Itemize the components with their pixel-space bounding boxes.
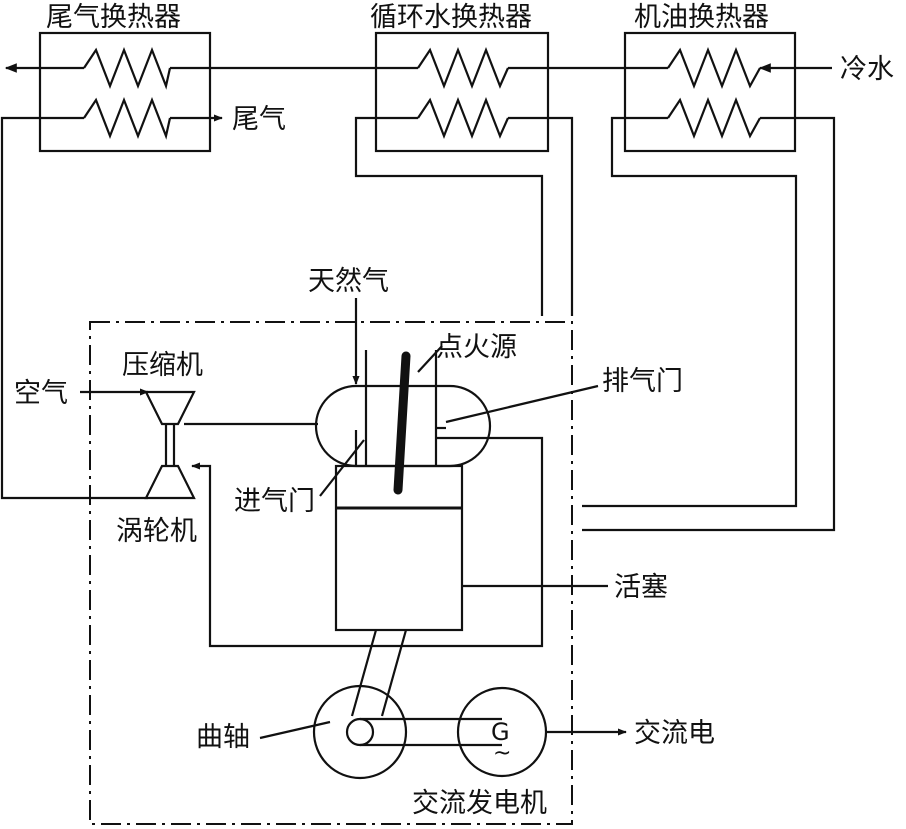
generator-symbol: G	[491, 718, 510, 746]
ignition-rod	[393, 351, 411, 495]
oil-hx-coil-top	[667, 46, 761, 90]
crankshaft-wheel	[312, 684, 408, 780]
exhaust-valve-label: 排气门	[602, 366, 683, 397]
natural-gas-label: 天然气	[308, 266, 389, 297]
oil-hx-coil-bottom	[667, 96, 761, 140]
exhaust-return-line	[191, 436, 544, 648]
compressor-turbine-shaft	[164, 424, 176, 466]
oil-loop-outer	[582, 116, 798, 508]
water-loop-inner	[508, 116, 574, 316]
oil-loop-inner	[582, 116, 836, 532]
crankshaft-label: 曲轴	[196, 722, 250, 753]
oil-hx-label: 机油换热器	[634, 2, 769, 33]
connecting-rod	[350, 629, 408, 717]
ignition-label: 点火源	[436, 332, 517, 363]
intake-valve-label: 进气门	[234, 486, 315, 517]
exhaust-valve-leader	[445, 384, 599, 424]
crankshaft-leader	[259, 720, 331, 740]
exhaust-hx-label: 尾气换热器	[46, 2, 181, 33]
compressor-label: 压缩机	[122, 350, 203, 381]
crankshaft-hub	[345, 717, 375, 747]
ac-power-label: 交流电	[634, 718, 715, 749]
compressor-shape	[144, 390, 196, 426]
engine-enclosure	[89, 321, 573, 825]
alternator-label: 交流发电机	[412, 788, 547, 819]
turbine-shape	[144, 464, 196, 500]
air-label: 空气	[14, 378, 68, 409]
generator-tilde: ~	[493, 741, 511, 766]
belt	[360, 717, 502, 747]
cold-water-label: 冷水	[840, 54, 894, 85]
water-loop-outer	[354, 116, 544, 316]
exhaust-hx-coil-bottom	[83, 96, 172, 140]
water-hx-coil-bottom	[417, 96, 510, 140]
cylinder-block	[334, 464, 464, 632]
turbine-label: 涡轮机	[116, 516, 197, 547]
turbine-exhaust-loop	[0, 116, 148, 500]
piston-label: 活塞	[614, 572, 668, 603]
water-hx-coil-top	[417, 46, 510, 90]
exhaust-hx-coil-top	[83, 46, 172, 90]
intake-valve-leader	[319, 439, 365, 497]
oil-heat-exchanger-box	[623, 31, 797, 153]
exhaust-out-label: 尾气	[232, 104, 286, 135]
ignition-leader	[417, 345, 443, 373]
exhaust-heat-exchanger-box	[38, 31, 212, 153]
water-hx-label: 循环水换热器	[370, 2, 532, 33]
water-heat-exchanger-box	[374, 31, 550, 153]
